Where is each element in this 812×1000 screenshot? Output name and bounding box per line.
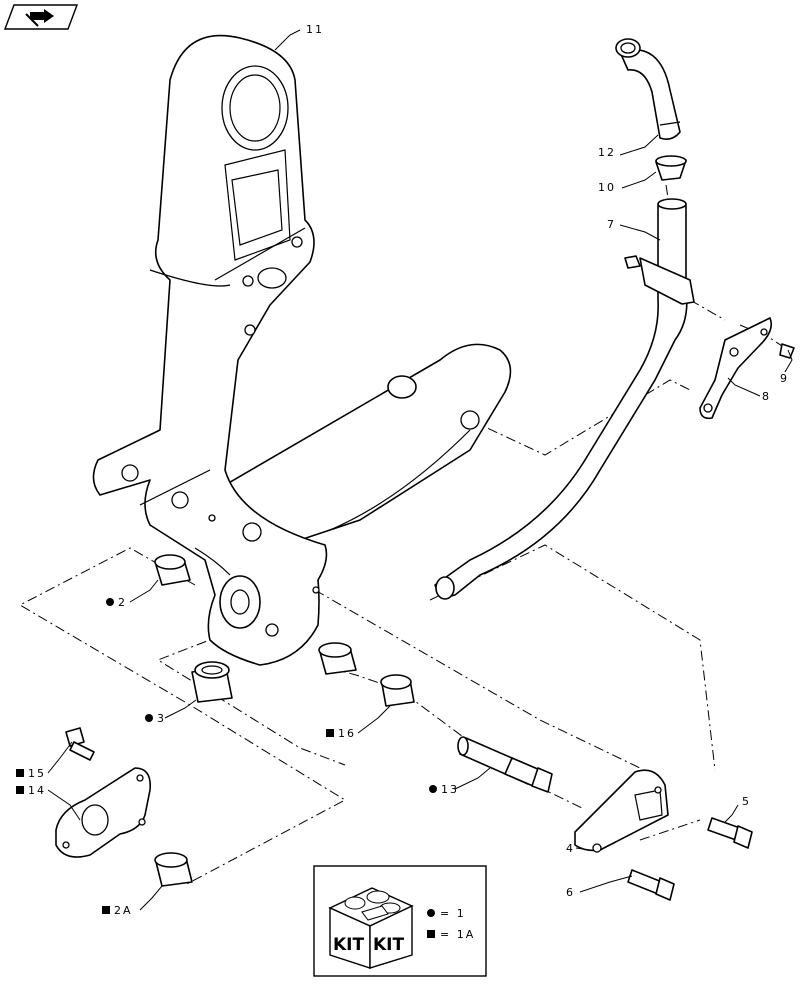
bushing-16a [318,642,357,675]
callout-3: 3 [157,712,166,725]
callout-12: 12 [598,146,616,159]
square-marker [102,906,110,914]
callout-4: 4 [566,842,575,855]
callout-15-group: 15 [16,767,46,780]
grommet [655,155,687,181]
kit-legend: KIT KIT = 1 = 1A [313,865,487,977]
bushing-3 [191,661,233,703]
callouts: 11 12 10 7 9 8 2 3 16 13 15 14 5 4 [16,23,789,917]
callout-14: 14 [28,784,46,797]
mounting-bracket [699,317,795,420]
square-marker [16,769,24,777]
tube [434,198,695,600]
callout-5: 5 [742,795,751,808]
callout-2-group: 2 [106,596,127,609]
kit-box-icon: KIT KIT [328,887,414,969]
circle-marker [106,598,114,606]
next-page-arrow-icon [3,4,79,30]
callout-14-group: 14 [16,784,46,797]
pin-retainer-cap [574,769,669,853]
loader-arm-frame [92,34,512,666]
square-marker [326,729,334,737]
callout-15: 15 [28,767,46,780]
callout-10: 10 [598,181,616,194]
callout-2: 2 [118,596,127,609]
callout-6: 6 [566,886,575,899]
callout-9: 9 [780,372,789,385]
bolt-5 [707,817,753,849]
square-marker [16,786,24,794]
next-page-button[interactable] [3,4,79,30]
bushing-16b [380,674,415,707]
pivot-pin [457,736,553,793]
callout-11: 11 [306,23,324,36]
kit-label-right: KIT [373,935,404,955]
callout-16: 16 [338,727,356,740]
callout-13-group: 13 [429,783,459,796]
callout-3-group: 3 [145,712,166,725]
elbow-hose [615,38,681,140]
callout-7: 7 [607,218,616,231]
circle-marker [427,909,435,917]
square-marker [427,930,435,938]
callout-2a: 2A [114,904,133,917]
circle-marker [145,714,153,722]
callout-13: 13 [441,783,459,796]
bushing-2a [154,852,193,887]
bolt-6 [627,869,675,901]
callout-8: 8 [762,390,771,403]
legend-square-text: = 1A [440,928,475,941]
bushing-2 [154,554,191,586]
circle-marker [429,785,437,793]
kit-label-left: KIT [333,935,364,955]
bolt-15 [65,727,95,761]
legend-circle-text: = 1 [440,907,466,920]
leader-lines [47,29,793,911]
callout-16-group: 16 [326,727,356,740]
mounting-plate [55,767,152,858]
callout-2a-group: 2A [102,904,133,917]
